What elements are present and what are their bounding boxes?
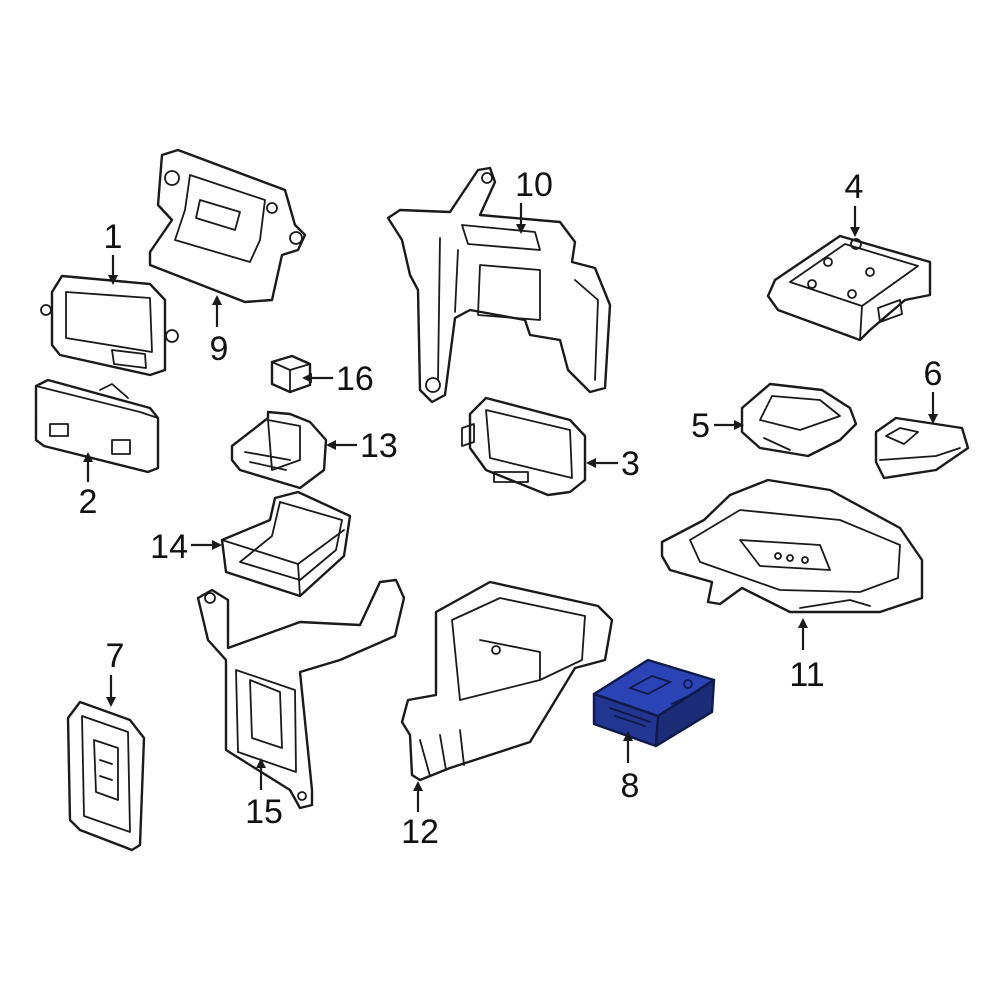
part-15-bracket[interactable] <box>196 578 406 810</box>
callout-7: 7 <box>106 637 125 675</box>
part-13-fuse-block[interactable] <box>230 410 328 490</box>
part-4-module[interactable] <box>766 234 932 342</box>
callout-1: 1 <box>104 218 123 256</box>
callout-11: 11 <box>789 656 824 694</box>
part-1-control-module[interactable] <box>40 274 179 377</box>
part-8-highlighted-module[interactable] <box>592 658 716 748</box>
callout-16: 16 <box>336 360 374 398</box>
part-7-cover[interactable] <box>66 700 146 852</box>
callout-12: 12 <box>401 813 439 851</box>
callout-13: 13 <box>360 427 398 465</box>
part-12-battery-tray[interactable] <box>400 580 614 782</box>
callout-4: 4 <box>845 168 864 206</box>
callout-9: 9 <box>210 330 229 368</box>
callout-14: 14 <box>150 528 188 566</box>
callout-6: 6 <box>924 355 943 393</box>
part-14-cover[interactable] <box>220 490 352 598</box>
callout-2: 2 <box>79 483 98 521</box>
part-9-bracket[interactable] <box>148 148 307 304</box>
part-5-module[interactable] <box>740 382 858 458</box>
callout-3: 3 <box>621 445 640 483</box>
callout-labels: 1 2 3 4 5 6 7 8 9 10 11 12 13 14 15 16 <box>79 166 943 851</box>
callout-15: 15 <box>245 793 283 831</box>
part-10-main-bracket[interactable] <box>386 166 612 404</box>
part-11-tray[interactable] <box>660 478 924 614</box>
callout-10: 10 <box>515 166 553 204</box>
callout-8: 8 <box>621 767 640 805</box>
part-6-sensor[interactable] <box>874 416 970 480</box>
part-16-relay[interactable] <box>270 354 312 394</box>
part-3-control-module[interactable] <box>461 396 587 497</box>
callout-5: 5 <box>691 407 710 445</box>
leader-lines <box>83 203 938 812</box>
part-2-control-module[interactable] <box>34 378 160 474</box>
